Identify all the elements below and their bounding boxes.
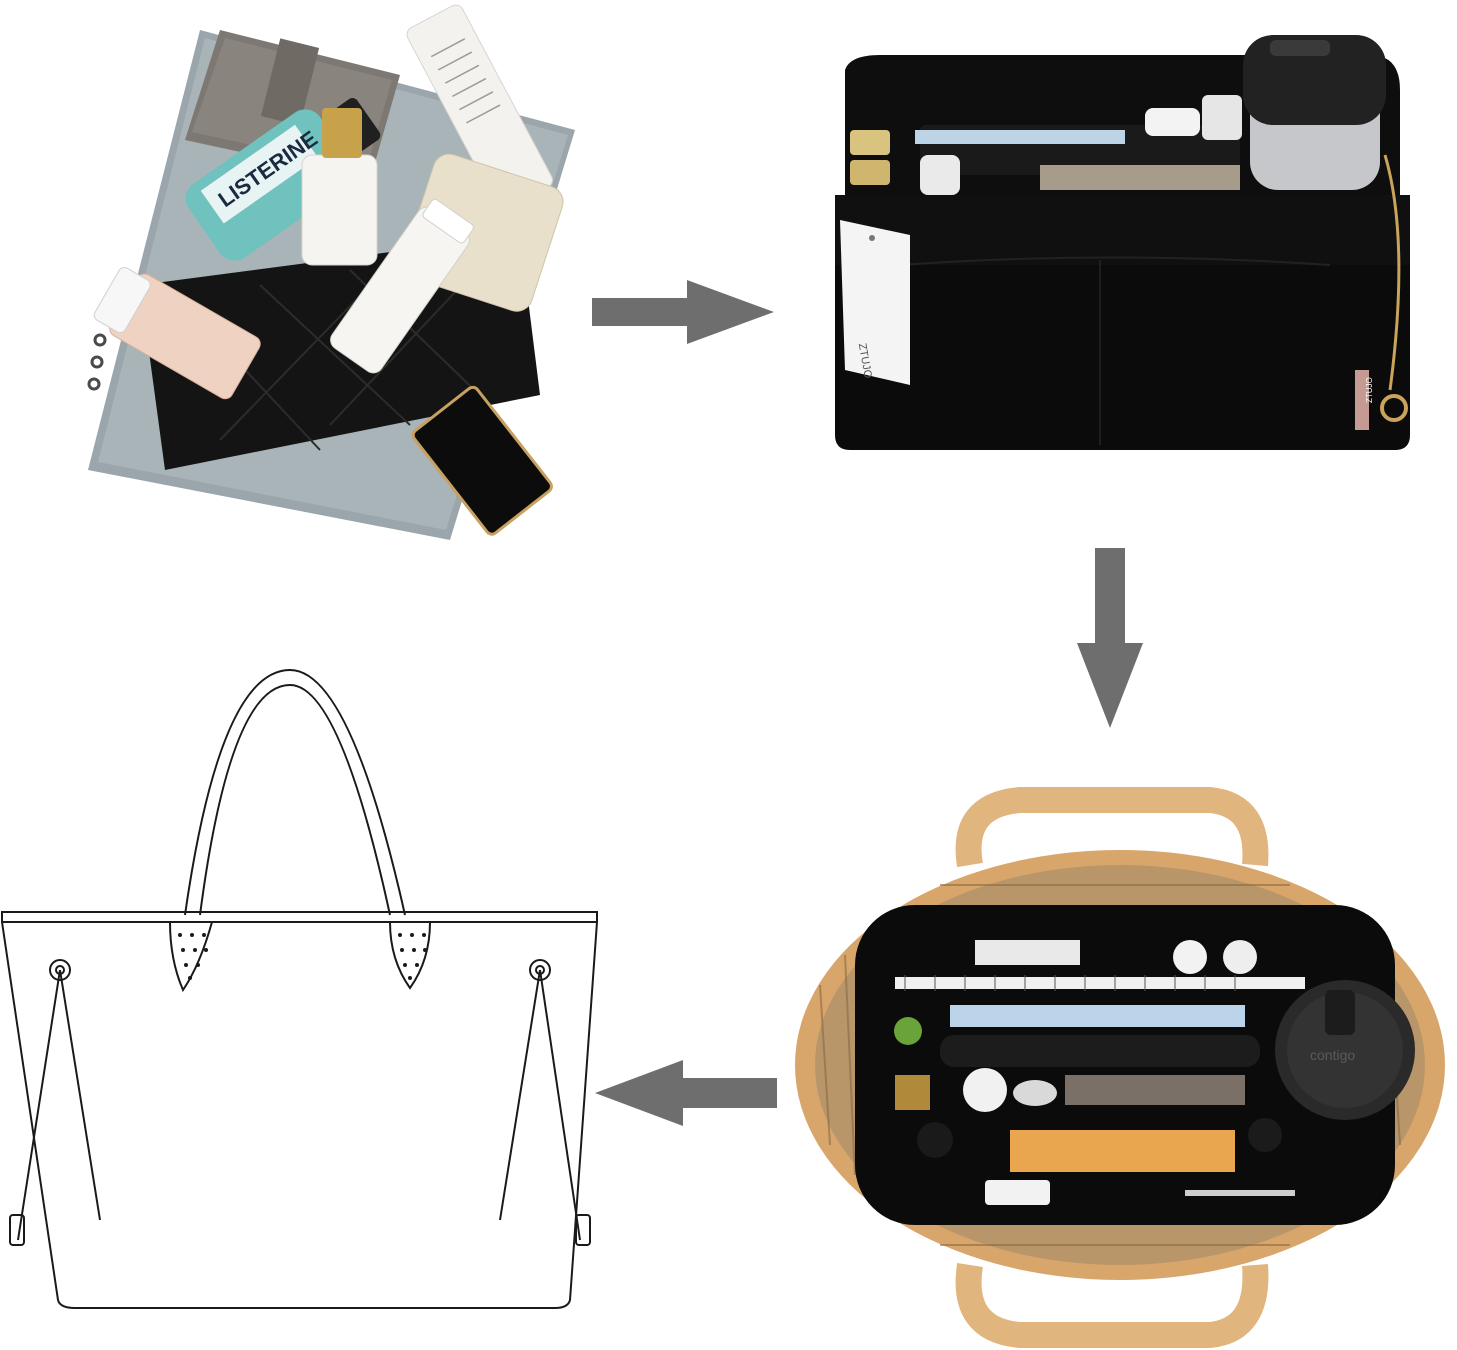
svg-text:ZTUJO: ZTUJO [1365,377,1374,403]
tumbler-label: contigo [1310,1047,1355,1063]
lipstick [411,385,553,536]
tote-bag-outline-drawing [0,660,600,1320]
cream-tube [330,198,474,374]
organizer-in-bag-photo: contigo [790,785,1457,1350]
organizer-photo: ZTUJO ZTUJO [810,30,1440,460]
arrow-down-icon [1077,548,1143,735]
arrow-left-icon [595,1060,777,1131]
hang-tag: ZTUJO [840,220,910,385]
hand-cream-tube [406,4,553,211]
loose-items-photo: LISTERINE [70,0,590,545]
lotion-bottle [301,108,378,266]
bag-contents: contigo [894,940,1415,1205]
foundation-bottle [93,267,261,400]
keychain [1380,154,1408,422]
arrow-right-icon [592,280,777,350]
side-label: ZTUJO [1355,370,1374,430]
